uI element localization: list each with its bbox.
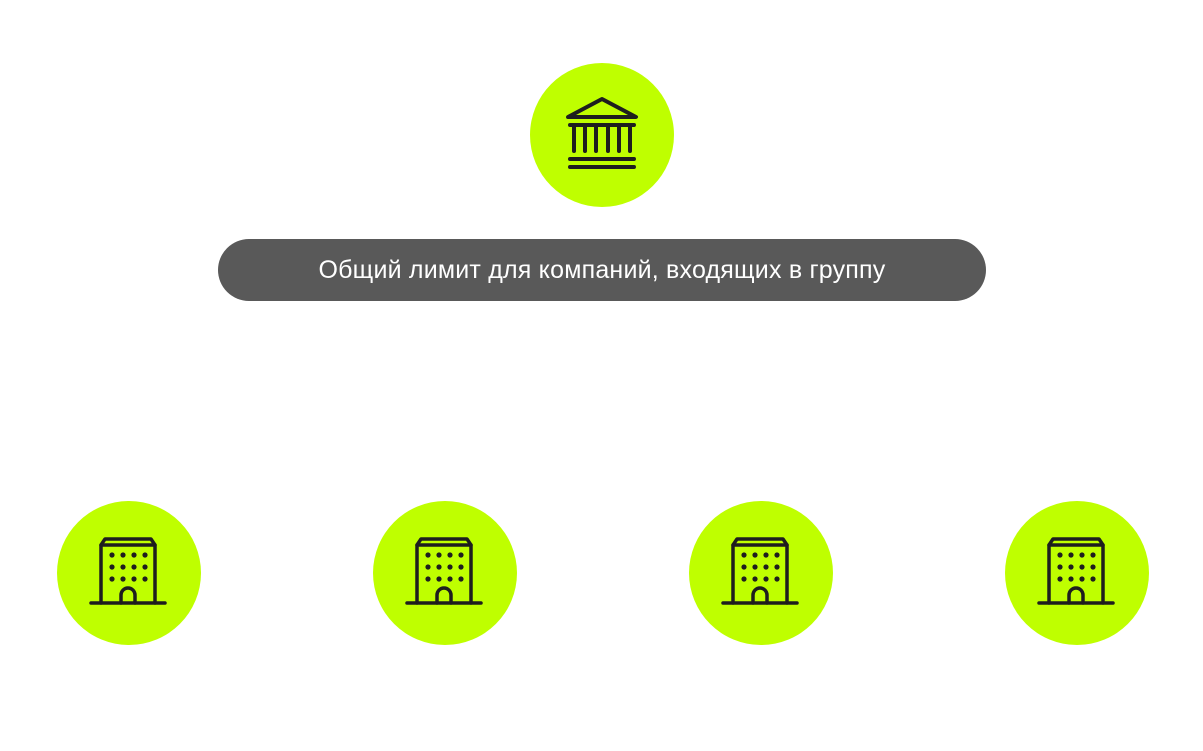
group-limit-label: Общий лимит для компаний, входящих в гру… [218,239,986,301]
bank-node [530,63,674,207]
company-node [373,501,517,645]
office-building-icon [89,537,167,605]
office-building-icon [1037,537,1115,605]
office-building-icon [721,537,799,605]
company-node [689,501,833,645]
office-building-icon [405,537,483,605]
company-node [57,501,201,645]
company-node [1005,501,1149,645]
bank-icon [566,97,638,169]
